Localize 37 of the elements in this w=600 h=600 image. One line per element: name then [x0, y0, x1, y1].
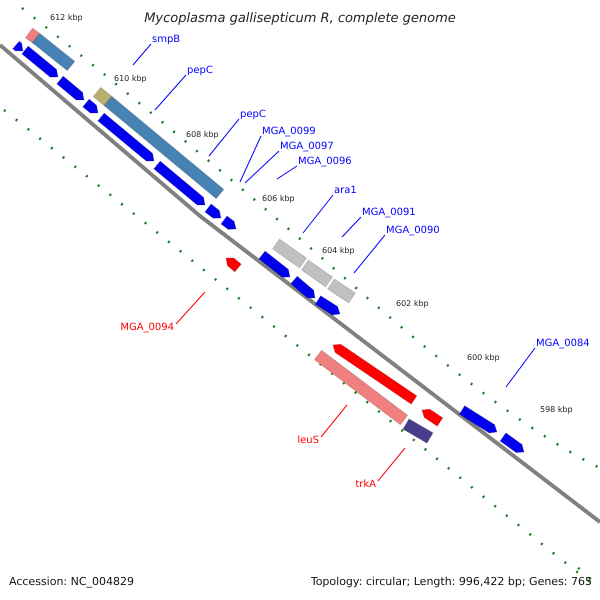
tick-label: 604 kbp — [322, 247, 355, 255]
gene-label: pepC — [187, 66, 213, 76]
leader-line — [378, 448, 406, 482]
leader-line — [244, 150, 280, 184]
accession-text: Accession: NC_004829 — [9, 576, 134, 587]
gene-label: MGA_0084 — [536, 339, 590, 349]
tick-label: 608 kbp — [186, 131, 219, 139]
gene-label: MGA_0091 — [362, 208, 416, 218]
chart-title: Mycoplasma gallisepticum R, complete genome — [144, 12, 456, 25]
gene-label: smpB — [152, 35, 180, 45]
leader-line — [302, 194, 334, 234]
gene-label: MGA_0090 — [386, 226, 440, 236]
gene-label: MGA_0096 — [298, 157, 352, 167]
leader-line — [176, 292, 206, 324]
tick-label: 612 kbp — [50, 14, 83, 22]
leader-line — [208, 118, 240, 156]
tick-label: 606 kbp — [262, 195, 295, 203]
leader-line — [342, 216, 362, 238]
leader-line — [240, 136, 262, 182]
gene-label: MGA_0097 — [280, 142, 334, 152]
leader-line — [354, 234, 386, 274]
tick-label: 600 kbp — [467, 354, 500, 362]
leader-line — [320, 404, 348, 438]
leader-line — [132, 44, 152, 66]
tick-label: 598 kbp — [540, 406, 573, 414]
gene-label: leuS — [297, 436, 319, 446]
tick-label: 602 kbp — [396, 300, 429, 308]
leader-line — [154, 74, 186, 110]
leader-line — [276, 166, 298, 180]
tick-label: 610 kbp — [114, 75, 147, 83]
gene-label: trkA — [355, 480, 376, 490]
gene-label: ara1 — [334, 186, 357, 196]
genome-summary-text: Topology: circular; Length: 996,422 bp; Genes: 765 — [310, 576, 592, 587]
gene-label: MGA_0094 — [120, 323, 174, 333]
gene-label: pepC — [240, 110, 266, 120]
leader-line — [506, 348, 536, 388]
gene-label: MGA_0099 — [262, 127, 316, 137]
